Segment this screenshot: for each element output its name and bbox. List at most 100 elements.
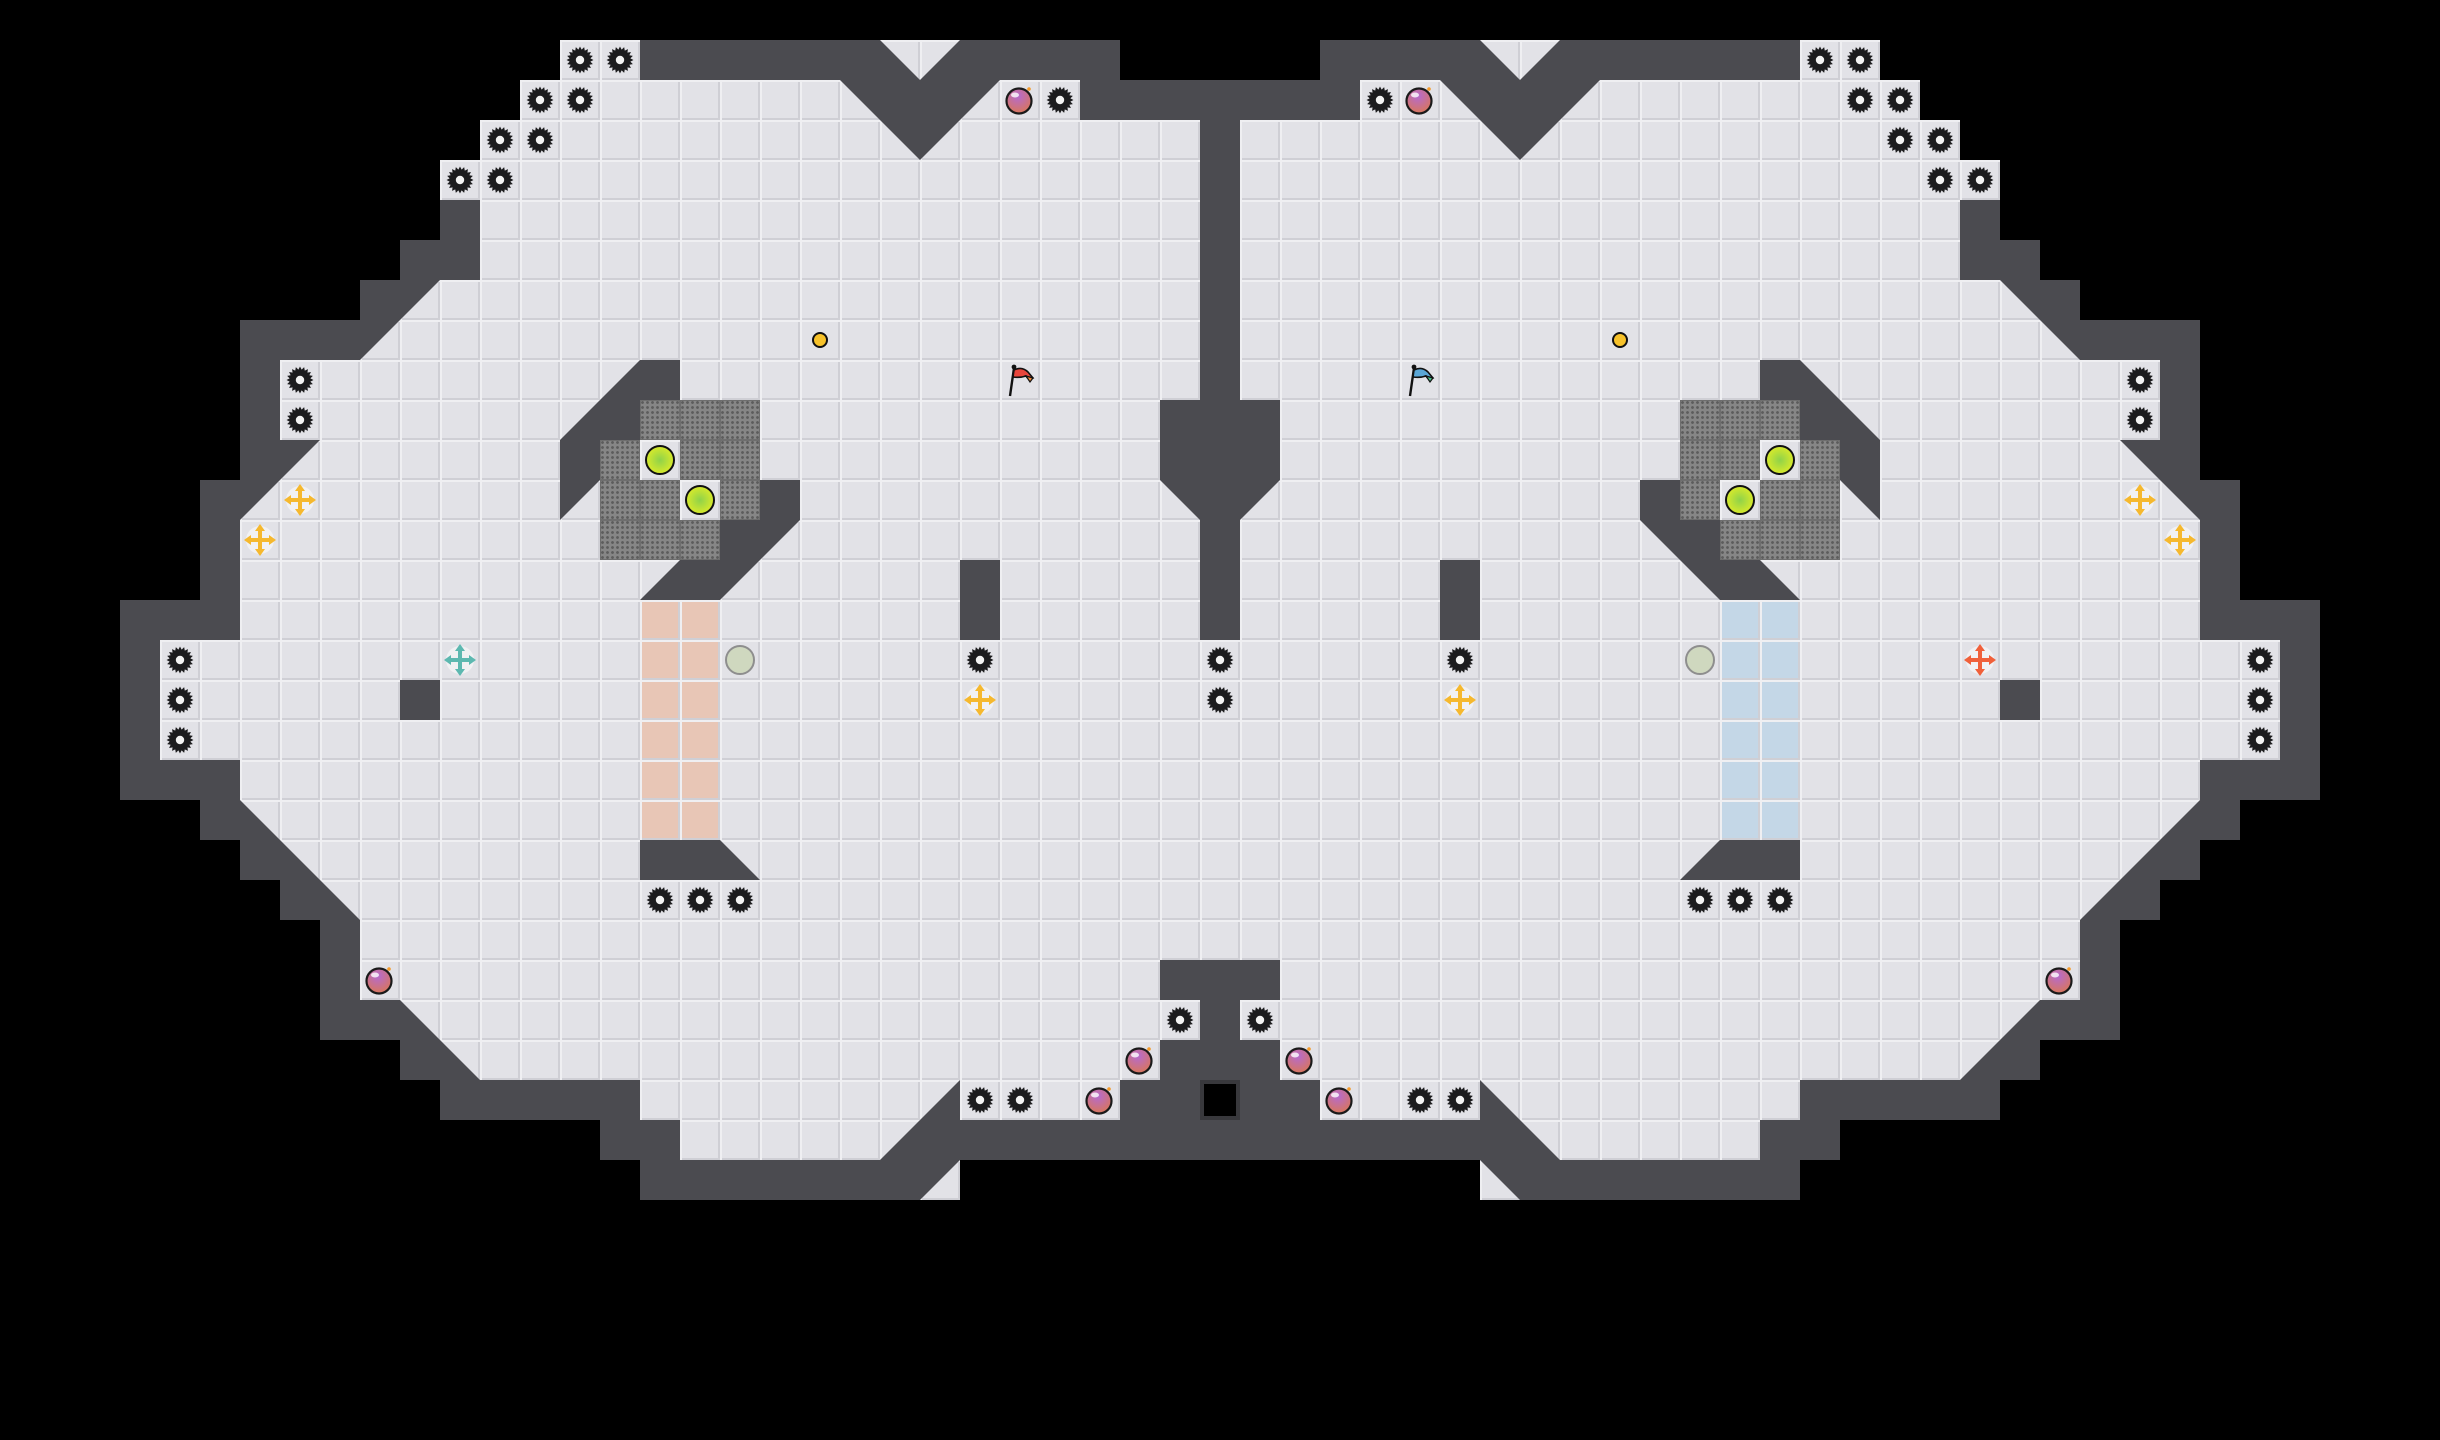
wall-tile	[920, 80, 960, 120]
floor-tile	[440, 760, 480, 800]
blue-team-tile	[1720, 680, 1760, 720]
floor-tile	[1320, 640, 1360, 680]
wall-tile	[1240, 400, 1280, 440]
floor-tile	[280, 800, 320, 840]
wall-tile	[880, 80, 920, 120]
wall-tile	[1800, 400, 1840, 440]
spike-icon	[280, 400, 320, 440]
diagonal-wall-tile	[1800, 360, 1840, 400]
diagonal-wall	[1440, 80, 1480, 120]
floor-tile	[1840, 160, 1880, 200]
floor-tile	[1080, 200, 1120, 240]
wall-tile	[2200, 560, 2240, 600]
floor-tile	[680, 1080, 720, 1120]
powerup-dot-tile	[800, 320, 840, 360]
floor-tile	[1880, 920, 1920, 960]
floor-tile	[680, 960, 720, 1000]
diagonal-wall-tile	[2040, 320, 2080, 360]
floor-tile	[680, 120, 720, 160]
diagonal-wall	[1480, 1080, 1520, 1120]
floor-tile	[1800, 160, 1840, 200]
floor-tile	[1080, 640, 1120, 680]
wall-tile	[720, 520, 760, 560]
floor-tile	[680, 1000, 720, 1040]
floor-tile	[2000, 960, 2040, 1000]
floor-tile	[1040, 120, 1080, 160]
wall-tile	[120, 760, 160, 800]
floor-tile	[640, 1080, 680, 1120]
spike-tile	[1880, 80, 1920, 120]
diagonal-wall-tile	[2120, 840, 2160, 880]
floor-tile	[1520, 520, 1560, 560]
floor-tile	[1880, 520, 1920, 560]
floor-tile	[1440, 160, 1480, 200]
floor-tile	[800, 1000, 840, 1040]
floor-tile	[200, 720, 240, 760]
floor-tile	[1560, 1080, 1600, 1120]
wall-tile	[440, 200, 480, 240]
floor-tile	[1320, 160, 1360, 200]
floor-tile	[1880, 360, 1920, 400]
spike-icon	[520, 120, 560, 160]
floor-tile	[1880, 480, 1920, 520]
floor-tile	[1080, 240, 1120, 280]
floor-tile	[800, 80, 840, 120]
floor-tile	[1800, 80, 1840, 120]
floor-tile	[480, 800, 520, 840]
diagonal-wall	[1800, 360, 1840, 400]
floor-tile	[520, 880, 560, 920]
floor-tile	[1600, 960, 1640, 1000]
floor-tile	[520, 240, 560, 280]
floor-tile	[1440, 1000, 1480, 1040]
floor-tile	[800, 560, 840, 600]
floor-tile	[1920, 920, 1960, 960]
spike-icon	[1440, 640, 1480, 680]
floor-tile	[1840, 1040, 1880, 1080]
boost-icon	[2120, 480, 2160, 520]
floor-tile	[2080, 440, 2120, 480]
spike-icon	[2120, 360, 2160, 400]
floor-tile	[1560, 200, 1600, 240]
floor-tile	[600, 200, 640, 240]
floor-tile	[920, 680, 960, 720]
floor-tile	[1880, 200, 1920, 240]
floor-tile	[560, 320, 600, 360]
floor-tile	[1040, 400, 1080, 440]
wall-tile	[1280, 1080, 1320, 1120]
floor-tile	[1800, 920, 1840, 960]
floor-tile	[1120, 960, 1160, 1000]
floor-tile	[1320, 680, 1360, 720]
floor-tile	[1960, 920, 2000, 960]
floor-tile	[840, 120, 880, 160]
wall-tile	[240, 840, 280, 880]
floor-tile	[1320, 1000, 1360, 1040]
floor-tile	[1360, 160, 1400, 200]
floor-tile	[600, 680, 640, 720]
wall-tile	[2040, 280, 2080, 320]
floor-tile	[1120, 440, 1160, 480]
floor-tile	[1160, 160, 1200, 200]
blue-team-tile	[1720, 720, 1760, 760]
diagonal-wall-tile	[2160, 480, 2200, 520]
floor-tile	[1880, 640, 1920, 680]
floor-tile	[1200, 760, 1240, 800]
floor-tile	[1560, 440, 1600, 480]
wall-tile	[200, 520, 240, 560]
wall-tile	[1120, 1080, 1160, 1120]
wall-tile	[440, 240, 480, 280]
floor-tile	[2080, 480, 2120, 520]
floor-tile	[1440, 520, 1480, 560]
spike-tile	[480, 120, 520, 160]
floor-tile	[840, 280, 880, 320]
floor-tile	[1320, 360, 1360, 400]
floor-tile	[280, 720, 320, 760]
floor-tile	[1840, 680, 1880, 720]
floor-tile	[440, 800, 480, 840]
wall-tile	[2080, 960, 2120, 1000]
floor-tile	[920, 760, 960, 800]
floor-tile	[360, 600, 400, 640]
floor-tile	[1040, 520, 1080, 560]
floor-tile	[1560, 920, 1600, 960]
spike-icon	[1440, 1080, 1480, 1120]
floor-tile	[1520, 280, 1560, 320]
